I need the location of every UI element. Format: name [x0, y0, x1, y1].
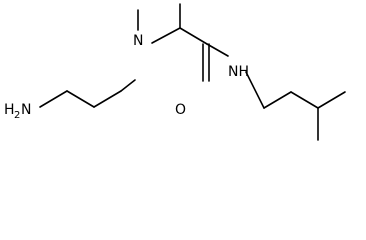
bond-iso-c1-c2 [263, 91, 292, 109]
bond-skeleton [39, 3, 346, 141]
bond-iso-c3-c4 [317, 91, 346, 109]
tertiary-n-label: N [133, 33, 143, 49]
bond-ch-co [179, 27, 208, 45]
bond-c3-n [120, 79, 136, 92]
carbonyl-o-label: O [175, 102, 186, 118]
amine-h-label: H [4, 102, 15, 118]
structure-canvas: H 2 N N NH O [4, 3, 346, 141]
amine-n-label: N [21, 102, 31, 118]
bond-c-nh [206, 43, 229, 57]
bond-n-ch [151, 27, 181, 44]
bond-c2-c3 [93, 90, 122, 108]
amine-subscript-label: 2 [14, 110, 20, 121]
amide-nh-label: NH [228, 64, 249, 80]
atom-labels: H 2 N N NH O [4, 33, 249, 121]
bond-iso-c2-c3 [290, 91, 319, 109]
molecule-diagram: H 2 N N NH O [4, 3, 346, 141]
bond-nh2-c1 [39, 90, 68, 108]
bond-nh-c1 [245, 71, 265, 109]
bond-c1-c2 [66, 90, 95, 108]
